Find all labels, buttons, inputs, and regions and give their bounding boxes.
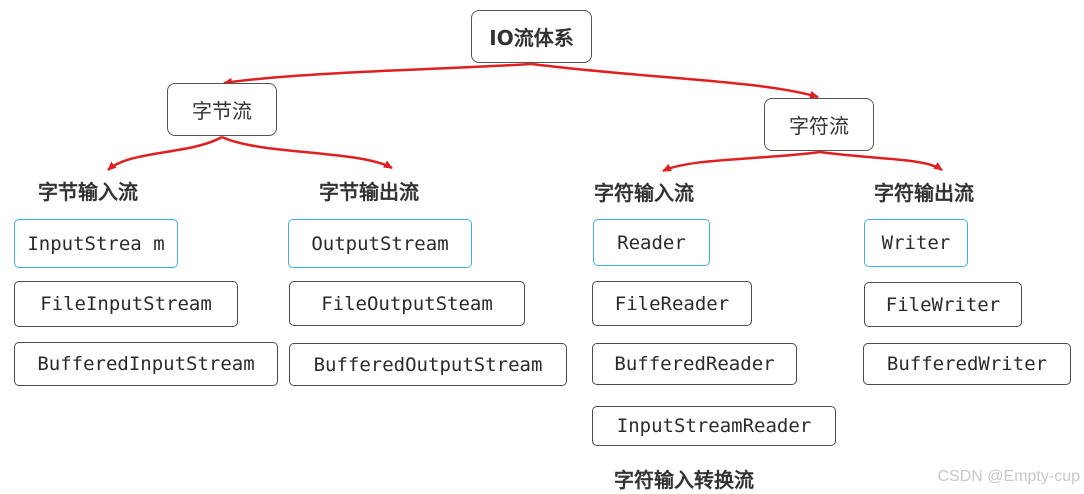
arrow-char-to-input <box>662 150 821 173</box>
outputstream-label: OutputStream <box>311 232 449 255</box>
outputstream-box: OutputStream <box>288 219 472 268</box>
inputstream-box: InputStrea m <box>14 219 178 268</box>
root-node: IO流体系 <box>471 10 592 63</box>
fileoutputsteam-label: FileOutputSteam <box>321 292 493 315</box>
fileoutputsteam-box: FileOutputSteam <box>289 281 525 326</box>
inputstreamreader-box: InputStreamReader <box>592 406 836 446</box>
bufferedoutputstream-box: BufferedOutputStream <box>289 343 567 386</box>
bufferedinputstream-label: BufferedInputStream <box>37 353 255 375</box>
byte-output-heading: 字节输出流 <box>319 180 419 204</box>
reader-box: Reader <box>593 219 710 266</box>
reader-label: Reader <box>617 231 686 254</box>
filewriter-box: FileWriter <box>864 282 1022 327</box>
inputstreamreader-label: InputStreamReader <box>616 415 812 437</box>
fileinputstream-box: FileInputStream <box>14 281 238 327</box>
filereader-box: FileReader <box>592 281 752 326</box>
bufferedwriter-box: BufferedWriter <box>863 343 1071 385</box>
filewriter-label: FileWriter <box>885 293 1001 316</box>
arrow-root-to-byte-stream <box>223 62 533 86</box>
filereader-label: FileReader <box>614 292 730 315</box>
arrow-root-to-char-stream <box>531 62 819 99</box>
byte-stream-node: 字节流 <box>167 83 277 136</box>
arrow-char-to-output <box>819 150 943 172</box>
writer-box: Writer <box>864 219 968 267</box>
char-output-heading: 字符输出流 <box>874 181 974 205</box>
bufferedinputstream-box: BufferedInputStream <box>14 342 278 386</box>
bufferedreader-box: BufferedReader <box>592 343 797 385</box>
csdn-watermark: CSDN @Empty-cup <box>937 468 1081 485</box>
fileinputstream-label: FileInputStream <box>40 293 212 315</box>
char-stream-node: 字符流 <box>764 98 874 151</box>
char-input-conversion-note: 字符输入转换流 <box>614 468 754 492</box>
bufferedoutputstream-label: BufferedOutputStream <box>313 353 543 376</box>
arrow-byte-to-output <box>221 135 393 170</box>
bufferedreader-label: BufferedReader <box>614 353 775 375</box>
inputstream-label: InputStrea m <box>27 232 165 255</box>
byte-input-heading: 字节输入流 <box>38 180 138 204</box>
writer-label: Writer <box>881 232 951 254</box>
char-input-heading: 字符输入流 <box>594 181 694 205</box>
bufferedwriter-label: BufferedWriter <box>886 353 1048 375</box>
arrow-byte-to-input <box>107 135 223 171</box>
